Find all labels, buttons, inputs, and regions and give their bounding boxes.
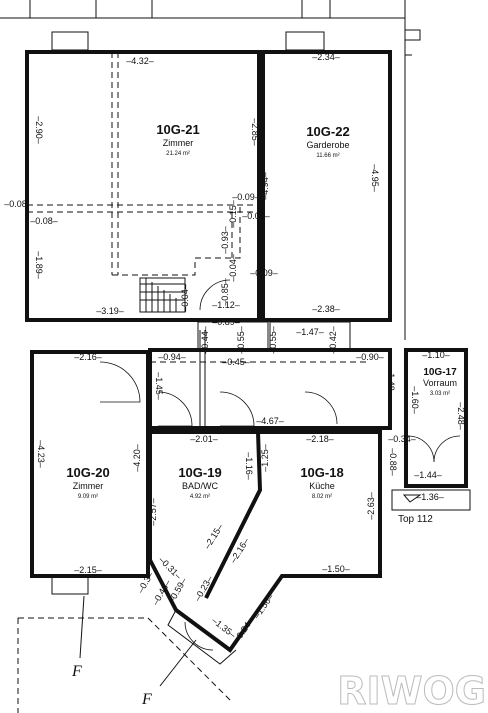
dimension: –0.34–: [388, 434, 416, 444]
dimension: –1.44–: [414, 470, 442, 480]
room-id: 10G-22: [306, 124, 349, 139]
room-area: 4.92 m²: [190, 494, 210, 500]
dimension: –3.19–: [96, 306, 124, 316]
riwog-logo: RIWOG: [324, 666, 488, 713]
dimension: –0.94–: [158, 352, 186, 362]
room-id: 10G-17: [423, 367, 457, 378]
dimension: –1.48–: [386, 368, 396, 396]
dimension: –0.42–: [328, 326, 338, 354]
dimension: –1.47–: [296, 327, 324, 337]
dimension: –0.08–: [4, 199, 32, 209]
dimension: –1.60–: [410, 386, 420, 414]
dimension: –2.18–: [306, 434, 334, 444]
dimension: –0.85–: [220, 278, 230, 306]
room-outline-10G-21: [25, 50, 261, 322]
dimension: –2.90–: [34, 116, 44, 144]
dimension: –2.16–: [74, 352, 102, 362]
dimension: –4.20–: [132, 444, 142, 472]
dimension: –2.15–: [202, 522, 225, 551]
dimension: –0.59–: [166, 576, 188, 605]
dimension: –4.95–: [370, 164, 380, 192]
dimension: –0.04–: [180, 284, 190, 312]
dimension: –4.23–: [36, 440, 46, 468]
dimension: –1.12–: [212, 300, 240, 310]
room-id: 10G-19: [178, 465, 221, 480]
dimension: –0.44–: [200, 326, 210, 354]
dimension: –2.57–: [148, 498, 158, 526]
room-name: Küche: [309, 481, 335, 491]
dimension: –0.09–: [250, 268, 278, 278]
dimension: –0.3–: [135, 570, 155, 595]
staircase: [139, 277, 186, 313]
room-label-10G-17: 10G-17 Vorraum 3.03 m²: [423, 367, 457, 397]
dimension: –4.94–: [260, 172, 270, 200]
room-label-10G-18: 10G-18 Küche 8.02 m²: [300, 465, 343, 500]
section-mark: F: [141, 691, 152, 708]
dimension: –1.36–: [416, 492, 444, 502]
room-area: 11.66 m²: [316, 153, 339, 159]
room-outline-10G-17: [391, 348, 471, 511]
dimension: –0.45–: [222, 357, 250, 367]
room-id: 10G-21: [156, 122, 199, 137]
dimension: –0.88–: [388, 448, 398, 476]
lower-exterior: [17, 617, 231, 713]
room-label-10G-22: 10G-22 Garderobe 11.66 m²: [306, 124, 349, 159]
dimension: –1.25–: [260, 444, 270, 472]
dimension: –2.15–: [74, 565, 102, 575]
room-area: 9.09 m²: [78, 494, 98, 500]
room-area: 3.03 m²: [430, 391, 450, 397]
room-name: Vorraum: [423, 378, 457, 388]
dimension: –0.90–: [356, 352, 384, 362]
dimension-labels: –4.32– –2.90– –2.85– –0.08– –0.08– –1.89…: [4, 52, 466, 644]
room-label-10G-21: 10G-21 Zimmer 21.24 m²: [156, 122, 199, 157]
dimension: –4.32–: [126, 56, 154, 66]
room-id: 10G-20: [66, 465, 109, 480]
dimension: –0.09–: [242, 211, 270, 221]
door-swings: [99, 279, 461, 651]
dimension: –2.63–: [366, 492, 376, 520]
dimension: –0.89–: [212, 317, 240, 327]
section-marks: F F: [71, 595, 197, 708]
room-area: 8.02 m²: [312, 494, 332, 500]
dimension: –4.67–: [256, 416, 284, 426]
dimension: –1.89–: [34, 251, 44, 279]
dimension: –0.04–: [228, 254, 238, 282]
dimension: –2.48–: [456, 402, 466, 430]
dimension: –0.55–: [236, 326, 246, 354]
room-outline-10G-19-18: [148, 430, 382, 665]
dimension: –1.56–: [252, 592, 276, 620]
room-name: Garderobe: [306, 140, 349, 150]
unit-label: Top 112: [398, 514, 433, 525]
room-label-10G-19: 10G-19 BAD/WC 4.92 m²: [178, 465, 221, 500]
dimension: –2.38–: [312, 304, 340, 314]
room-name: BAD/WC: [182, 481, 219, 491]
dimension: –1.10–: [422, 350, 450, 360]
dimension: –0.08–: [30, 216, 58, 226]
room-id: 10G-18: [300, 465, 343, 480]
room-name: Zimmer: [163, 138, 194, 148]
logo-text: RIWOG: [337, 669, 486, 713]
room-name: Zimmer: [73, 481, 104, 491]
dimension: –2.34–: [312, 52, 340, 62]
dimension: –0.55–: [268, 326, 278, 354]
dimension: –0.09–: [232, 192, 260, 202]
dimension: –1.50–: [322, 564, 350, 574]
dimension: –2.01–: [190, 434, 218, 444]
dimension: –1.16–: [244, 452, 254, 480]
section-mark: F: [71, 663, 82, 680]
dimension: –1.45–: [154, 372, 164, 400]
dimension: –2.85–: [250, 118, 260, 146]
dimension: –0.93–: [220, 226, 230, 254]
dimension: –0.15–: [228, 200, 238, 228]
room-label-10G-20: 10G-20 Zimmer 9.09 m²: [66, 465, 109, 500]
room-area: 21.24 m²: [166, 151, 190, 157]
room-outline-10G-22: [261, 50, 392, 322]
